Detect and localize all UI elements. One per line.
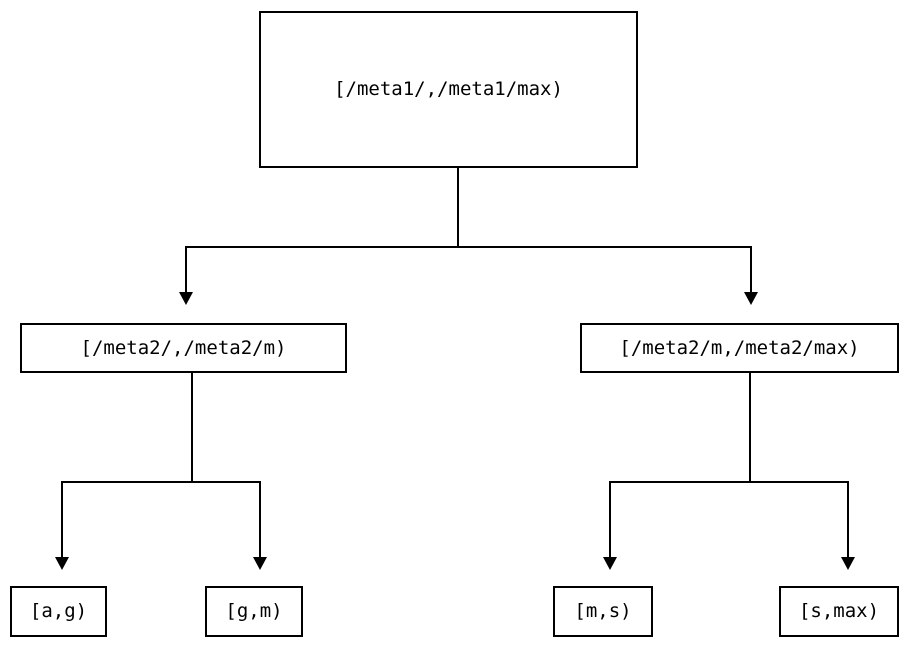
node-leaf-a-g-label: [a,g)	[29, 600, 88, 622]
node-mid-left-label: [/meta2/,/meta2/m)	[80, 336, 287, 359]
node-mid-right[interactable]: [/meta2/m,/meta2/max)	[580, 323, 899, 373]
node-leaf-m-s-label: [m,s)	[574, 600, 632, 622]
arrowhead-leaf-g-m	[253, 557, 267, 570]
arrowhead-mid-right	[744, 292, 758, 305]
node-mid-right-label: [/meta2/m,/meta2/max)	[619, 336, 860, 359]
node-leaf-g-m[interactable]: [g,m)	[205, 586, 303, 637]
arrowhead-leaf-a-g	[55, 557, 69, 570]
node-root[interactable]: [/meta1/,/meta1/max)	[259, 11, 638, 168]
arrowhead-mid-left	[179, 292, 193, 305]
node-mid-left[interactable]: [/meta2/,/meta2/m)	[20, 323, 347, 373]
node-root-label: [/meta1/,/meta1/max)	[334, 78, 563, 100]
arrowhead-leaf-s-max	[841, 557, 855, 570]
node-leaf-a-g[interactable]: [a,g)	[10, 586, 107, 637]
node-leaf-s-max-label: [s,max)	[798, 600, 880, 622]
arrowhead-leaf-m-s	[603, 557, 617, 570]
node-leaf-g-m-label: [g,m)	[225, 600, 283, 622]
node-leaf-s-max[interactable]: [s,max)	[779, 586, 899, 637]
node-leaf-m-s[interactable]: [m,s)	[553, 586, 653, 637]
